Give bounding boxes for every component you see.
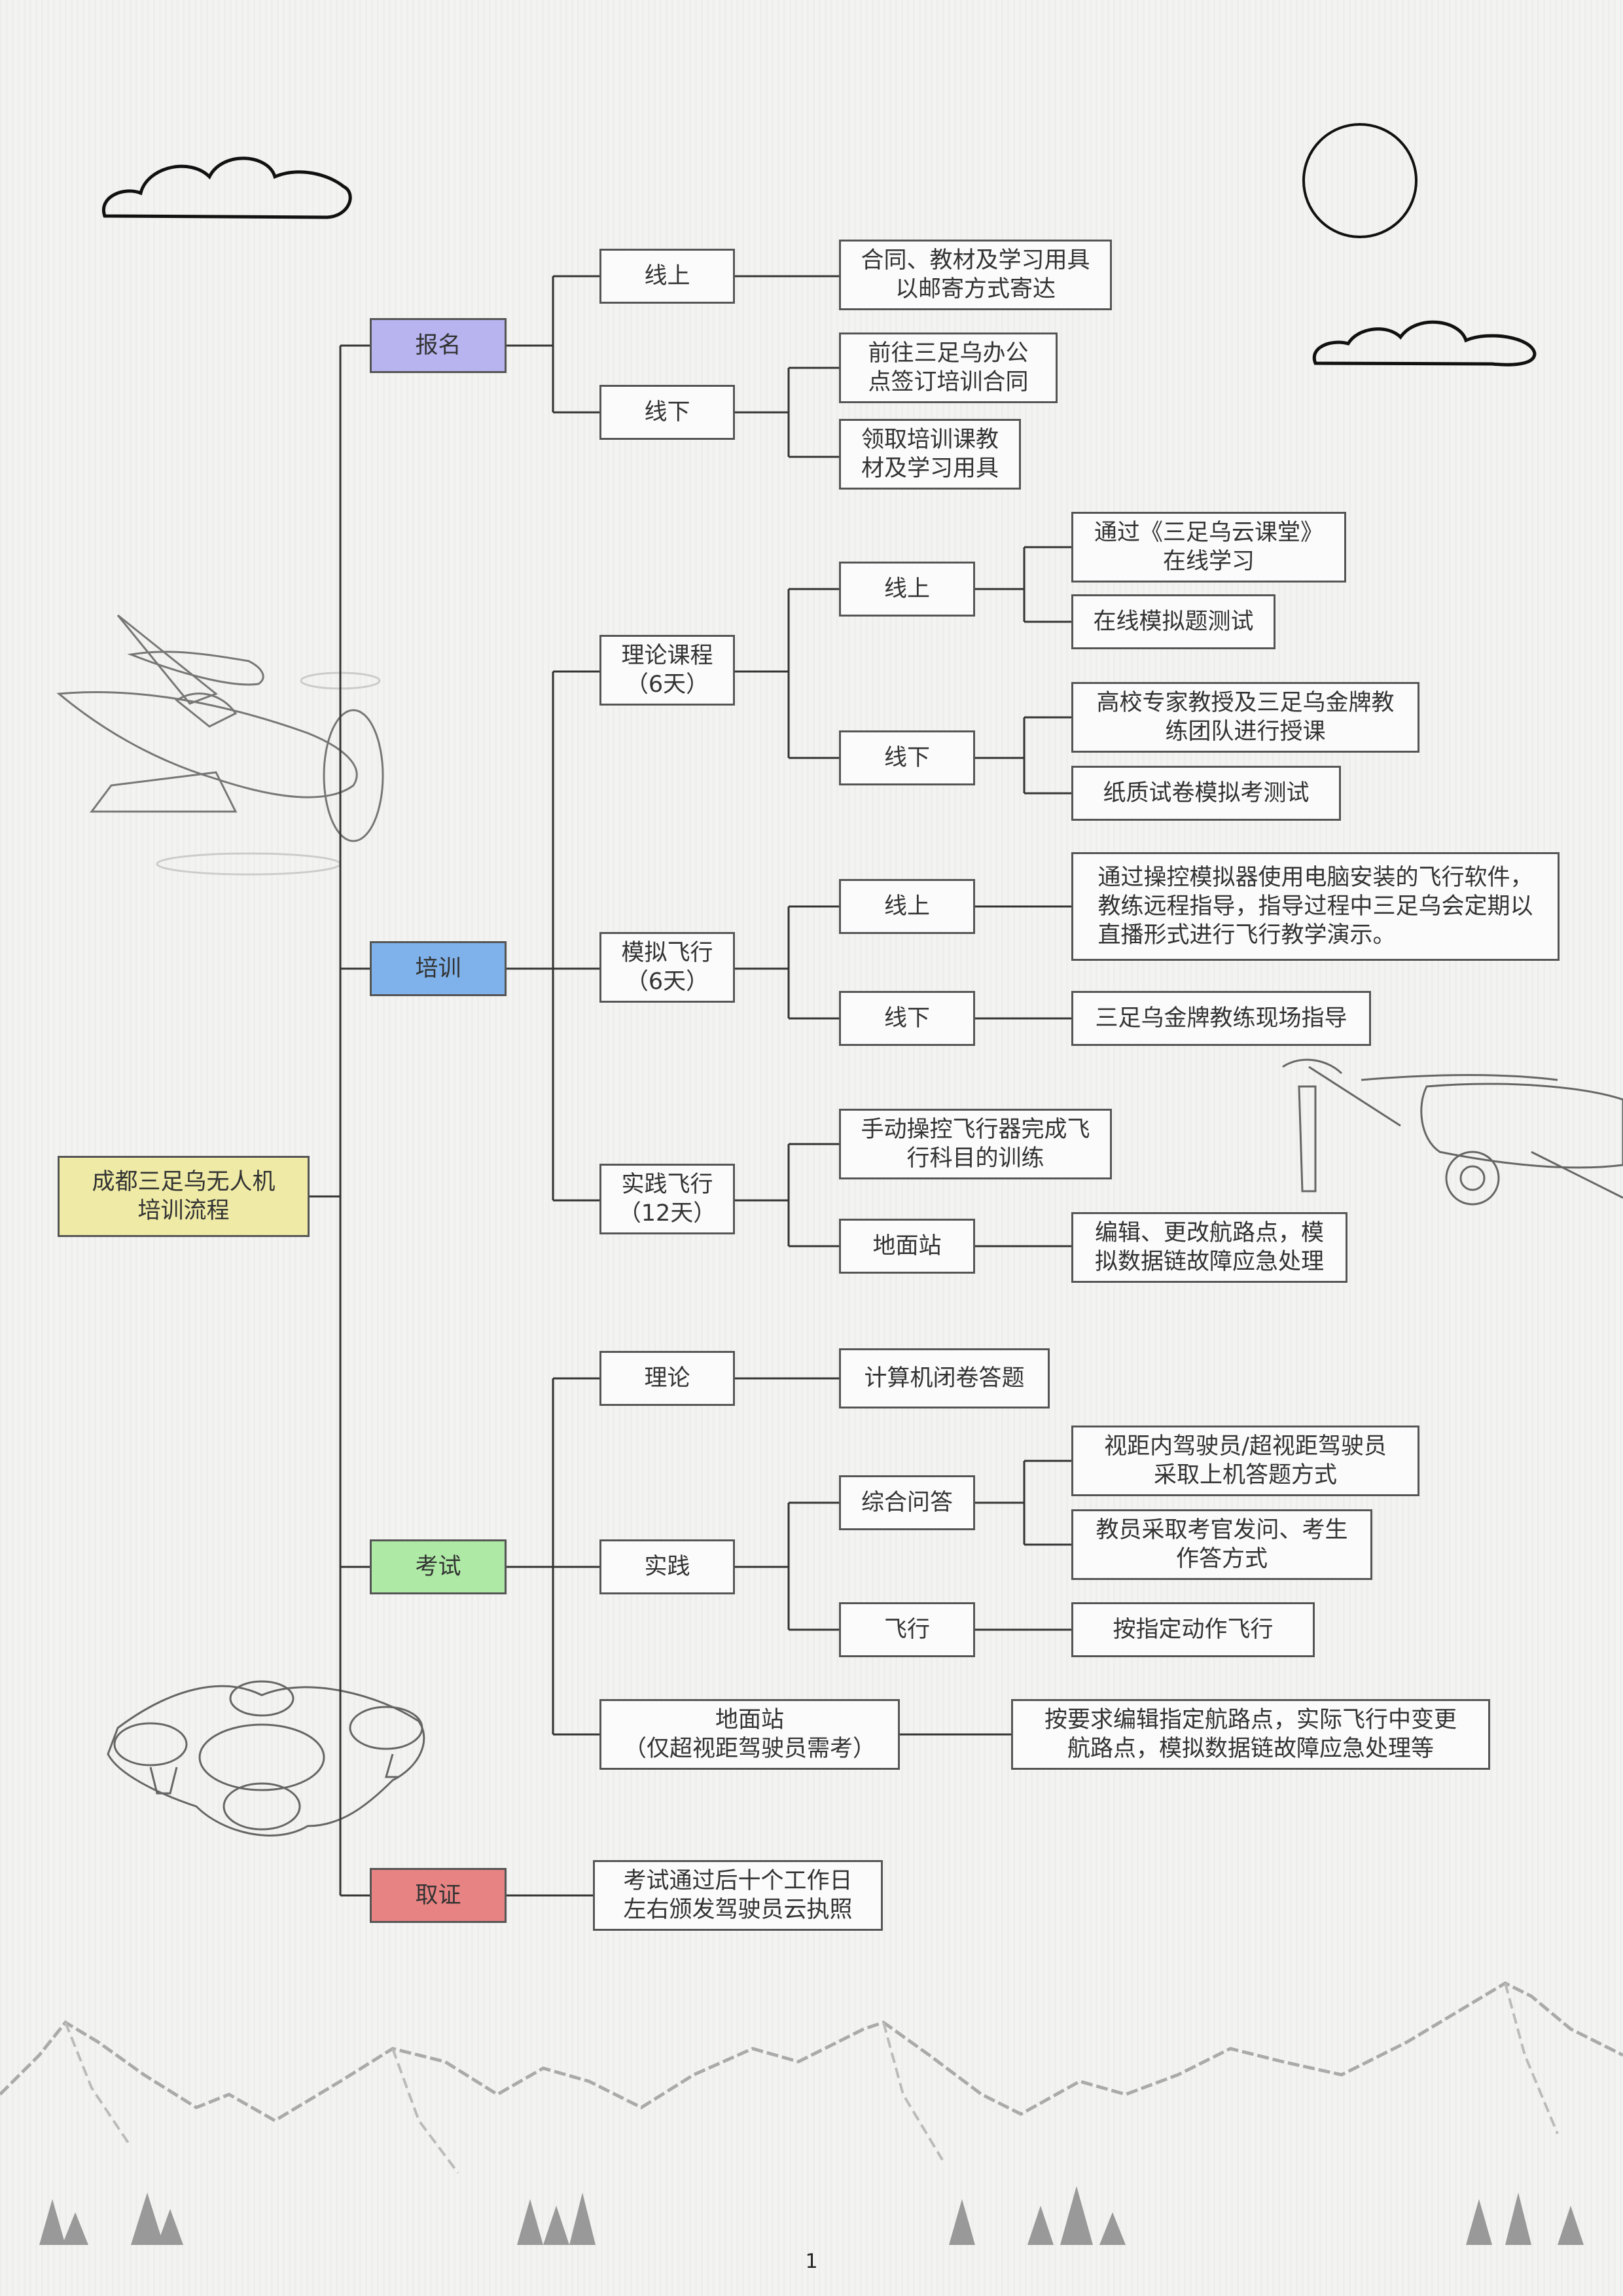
training-sim: 模拟飞行 （6天） xyxy=(599,932,735,1003)
exam-qa: 综合问答 xyxy=(839,1475,975,1530)
drone-icon xyxy=(1282,1058,1623,1206)
branch-license: 取证 xyxy=(370,1868,507,1923)
training-theory-offline-1: 高校专家教授及三足乌金牌教 练团队进行授课 xyxy=(1071,682,1419,753)
training-theory-online: 线上 xyxy=(839,562,975,617)
branch-training: 培训 xyxy=(370,941,507,996)
training-theory-offline: 线下 xyxy=(839,730,975,785)
training-theory: 理论课程 （6天） xyxy=(599,635,735,706)
exam-practice: 实践 xyxy=(599,1539,735,1594)
sun-icon xyxy=(1302,123,1418,238)
training-sim-offline-1: 三足乌金牌教练现场指导 xyxy=(1071,991,1371,1046)
quadcopter-icon xyxy=(107,1680,425,1837)
exam-theory-1: 计算机闭卷答题 xyxy=(839,1348,1050,1408)
signup-offline-detail-2: 领取培训课教 材及学习用具 xyxy=(839,419,1021,490)
training-practice-1: 手动操控飞行器完成飞 行科目的训练 xyxy=(839,1109,1112,1179)
branch-signup: 报名 xyxy=(370,318,507,373)
signup-online-detail: 合同、教材及学习用具 以邮寄方式寄达 xyxy=(839,240,1112,310)
training-theory-offline-2: 纸质试卷模拟考测试 xyxy=(1071,766,1341,821)
branch-exam: 考试 xyxy=(370,1539,507,1594)
trees-icon xyxy=(39,2186,1584,2245)
cloud-icon xyxy=(101,156,352,219)
exam-ground: 地面站 （仅超视距驾驶员需考） xyxy=(599,1699,900,1770)
training-sim-online: 线上 xyxy=(839,879,975,934)
page-number: 1 xyxy=(805,2250,818,2273)
exam-qa-2: 教员采取考官发问、考生 作答方式 xyxy=(1071,1509,1372,1580)
exam-ground-1: 按要求编辑指定航路点，实际飞行中变更 航路点，模拟数据链故障应急处理等 xyxy=(1011,1699,1490,1770)
exam-theory: 理论 xyxy=(599,1351,735,1406)
exam-flight: 飞行 xyxy=(839,1602,975,1657)
training-sim-online-1: 通过操控模拟器使用电脑安装的飞行软件， 教练远程指导，指导过程中三足乌会定期以 … xyxy=(1071,852,1560,961)
cloud-icon xyxy=(1312,320,1537,367)
training-theory-online-1: 通过《三足乌云课堂》 在线学习 xyxy=(1071,512,1346,583)
mountains-icon xyxy=(0,1981,1623,2123)
signup-online: 线上 xyxy=(599,249,735,304)
training-ground: 地面站 xyxy=(839,1219,975,1274)
training-practice: 实践飞行 （12天） xyxy=(599,1164,735,1234)
airplane-icon xyxy=(56,614,384,876)
signup-offline-detail-1: 前往三足乌办公 点签订培训合同 xyxy=(839,332,1058,403)
training-theory-online-2: 在线模拟题测试 xyxy=(1071,594,1275,649)
training-sim-offline: 线下 xyxy=(839,991,975,1046)
exam-flight-1: 按指定动作飞行 xyxy=(1071,1602,1315,1657)
training-ground-1: 编辑、更改航路点，模 拟数据链故障应急处理 xyxy=(1071,1212,1347,1283)
root-node: 成都三足乌无人机 培训流程 xyxy=(58,1156,310,1237)
exam-qa-1: 视距内驾驶员/超视距驾驶员 采取上机答题方式 xyxy=(1071,1426,1419,1496)
license-detail: 考试通过后十个工作日 左右颁发驾驶员云执照 xyxy=(593,1860,883,1931)
signup-offline: 线下 xyxy=(599,385,735,440)
